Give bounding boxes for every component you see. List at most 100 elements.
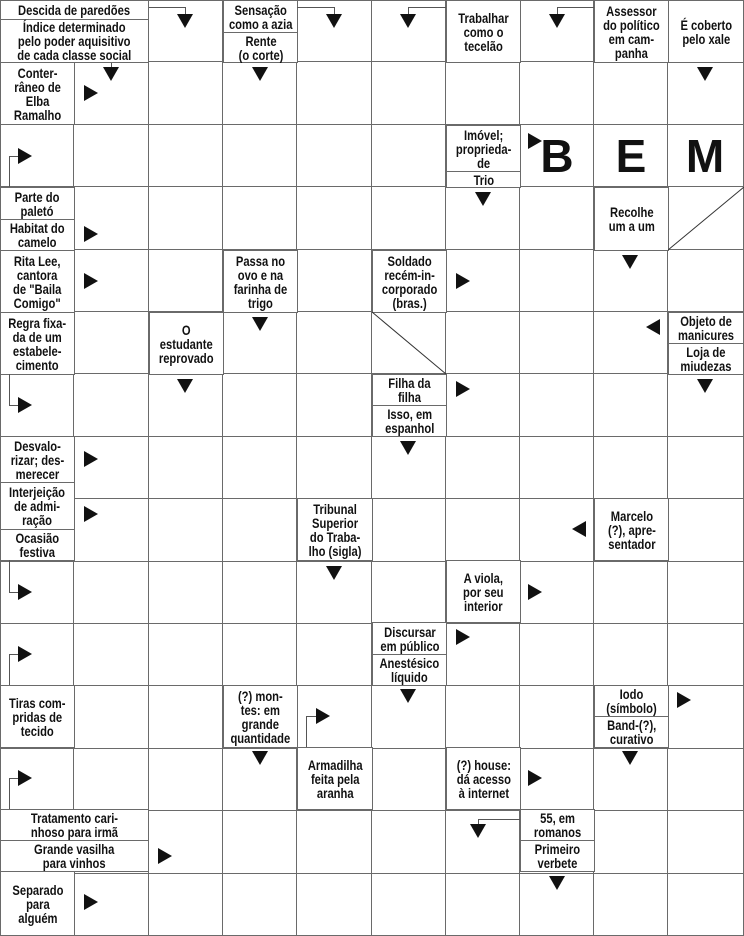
grid-cell[interactable] [372, 562, 446, 624]
grid-cell[interactable] [297, 187, 372, 250]
grid-cell[interactable] [446, 686, 520, 749]
grid-cell[interactable] [668, 749, 744, 811]
grid-cell[interactable] [74, 125, 149, 187]
grid-cell[interactable] [446, 499, 520, 562]
grid-cell[interactable] [223, 125, 297, 187]
grid-cell[interactable] [149, 562, 223, 624]
grid-cell[interactable] [668, 811, 744, 874]
grid-cell[interactable] [149, 499, 223, 562]
grid-cell[interactable] [668, 499, 744, 562]
grid-cell[interactable] [74, 686, 149, 749]
grid-cell[interactable] [297, 125, 372, 187]
grid-cell[interactable] [520, 187, 594, 250]
grid-cell[interactable] [668, 250, 744, 312]
grid-cell[interactable] [149, 749, 223, 811]
grid-cell[interactable] [297, 312, 372, 374]
grid-cell[interactable] [520, 686, 594, 749]
grid-cell[interactable] [594, 312, 668, 374]
grid-cell[interactable] [149, 811, 223, 874]
grid-cell[interactable] [0, 749, 74, 811]
grid-cell[interactable] [149, 187, 223, 250]
grid-cell[interactable] [149, 250, 223, 312]
grid-cell[interactable] [149, 437, 223, 499]
grid-cell[interactable] [149, 374, 223, 437]
grid-cell[interactable] [668, 874, 744, 936]
grid-cell[interactable] [594, 562, 668, 624]
filled-letter[interactable]: M [685, 130, 725, 182]
grid-cell[interactable] [149, 0, 223, 62]
grid-cell[interactable] [594, 62, 668, 125]
grid-cell[interactable] [223, 187, 297, 250]
grid-cell[interactable] [372, 686, 446, 749]
grid-cell[interactable] [74, 437, 149, 499]
grid-cell[interactable] [520, 437, 594, 499]
grid-cell[interactable] [297, 874, 372, 936]
filled-letter[interactable]: B [540, 130, 574, 182]
grid-cell[interactable] [446, 874, 520, 936]
grid-cell[interactable] [594, 437, 668, 499]
grid-cell[interactable] [223, 874, 297, 936]
grid-cell[interactable] [74, 749, 149, 811]
grid-cell[interactable] [520, 250, 594, 312]
grid-cell[interactable] [223, 562, 297, 624]
grid-cell[interactable] [0, 125, 74, 187]
grid-cell[interactable] [223, 749, 297, 811]
grid-cell[interactable] [446, 437, 520, 499]
grid-cell[interactable] [372, 499, 446, 562]
grid-cell[interactable] [149, 686, 223, 749]
grid-cell[interactable] [372, 874, 446, 936]
grid-cell[interactable] [594, 749, 668, 811]
grid-cell[interactable] [74, 374, 149, 437]
grid-cell[interactable] [223, 62, 297, 125]
grid-cell[interactable] [446, 250, 520, 312]
grid-cell[interactable] [520, 312, 594, 374]
grid-cell[interactable] [74, 187, 149, 250]
grid-cell[interactable] [446, 374, 520, 437]
grid-cell[interactable] [74, 312, 149, 374]
grid-cell[interactable] [446, 624, 520, 686]
grid-cell[interactable] [0, 624, 74, 686]
grid-cell[interactable] [372, 749, 446, 811]
grid-cell[interactable] [520, 125, 594, 187]
filled-letter[interactable]: E [615, 130, 647, 182]
grid-cell[interactable] [297, 62, 372, 125]
grid-cell[interactable] [372, 62, 446, 125]
grid-cell[interactable] [223, 374, 297, 437]
grid-cell[interactable] [668, 624, 744, 686]
grid-cell[interactable] [223, 624, 297, 686]
grid-cell[interactable] [74, 624, 149, 686]
grid-cell[interactable] [74, 499, 149, 562]
grid-cell[interactable] [446, 187, 520, 250]
grid-cell[interactable] [594, 374, 668, 437]
grid-cell[interactable] [297, 0, 372, 62]
grid-cell[interactable] [297, 811, 372, 874]
grid-cell[interactable] [668, 437, 744, 499]
grid-cell[interactable] [594, 250, 668, 312]
grid-cell[interactable] [297, 374, 372, 437]
grid-cell[interactable] [74, 62, 149, 125]
grid-cell[interactable] [372, 811, 446, 874]
grid-cell[interactable] [149, 874, 223, 936]
grid-cell[interactable] [520, 0, 594, 62]
grid-cell[interactable] [594, 125, 668, 187]
grid-cell[interactable] [520, 562, 594, 624]
grid-cell[interactable] [223, 811, 297, 874]
grid-cell[interactable] [0, 562, 74, 624]
grid-cell[interactable] [223, 437, 297, 499]
grid-cell[interactable] [446, 312, 520, 374]
grid-cell[interactable] [297, 686, 372, 749]
grid-cell[interactable] [372, 0, 446, 62]
grid-cell[interactable] [297, 562, 372, 624]
grid-cell[interactable] [446, 62, 520, 125]
grid-cell[interactable] [668, 562, 744, 624]
grid-cell[interactable] [446, 811, 520, 874]
grid-cell[interactable] [297, 624, 372, 686]
grid-cell[interactable] [149, 62, 223, 125]
grid-cell[interactable] [520, 499, 594, 562]
grid-cell[interactable] [594, 624, 668, 686]
grid-cell[interactable] [372, 312, 446, 374]
grid-cell[interactable] [520, 374, 594, 437]
grid-cell[interactable] [520, 624, 594, 686]
grid-cell[interactable] [223, 499, 297, 562]
grid-cell[interactable] [149, 125, 223, 187]
